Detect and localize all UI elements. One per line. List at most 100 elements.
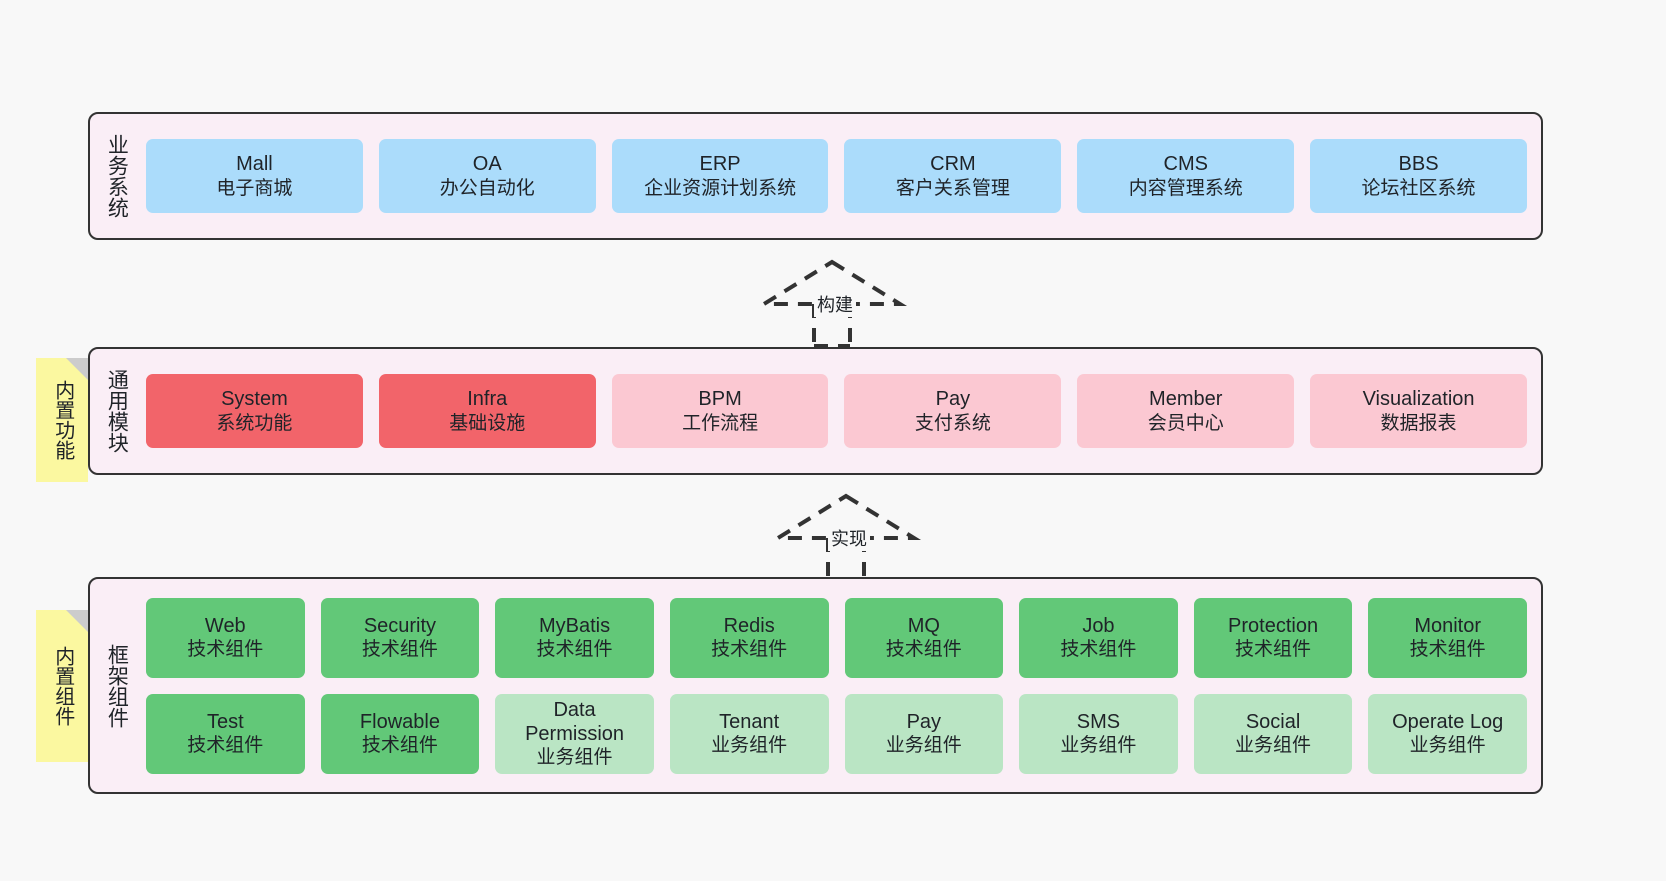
note-builtin-components: 内置组件 xyxy=(36,610,88,762)
card-subtitle: 论坛社区系统 xyxy=(1361,177,1476,199)
card-subtitle: 技术组件 xyxy=(1060,639,1137,661)
component-card-protection[interactable]: Protection 技术组件 xyxy=(1193,597,1353,678)
card-title: Social xyxy=(1245,710,1301,733)
card-subtitle: 业务组件 xyxy=(1060,735,1137,757)
business-card-cms[interactable]: CMS 内容管理系统 xyxy=(1077,139,1295,213)
card-subtitle: 内容管理系统 xyxy=(1128,177,1243,199)
card-title: Infra xyxy=(467,388,508,411)
card-title: BBS xyxy=(1398,153,1439,176)
connector-implement-label: 实现 xyxy=(828,525,870,551)
card-subtitle: 业务组件 xyxy=(711,735,788,757)
card-subtitle: 技术组件 xyxy=(1409,639,1486,661)
card-title: Test xyxy=(206,710,244,733)
note-fold-corner-icon xyxy=(66,610,88,632)
card-subtitle: 技术组件 xyxy=(711,639,788,661)
module-card-bpm[interactable]: BPM 工作流程 xyxy=(611,374,829,448)
card-title: Pay xyxy=(906,710,942,733)
card-subtitle: 业务组件 xyxy=(536,747,613,769)
component-card-test[interactable]: Test 技术组件 xyxy=(146,693,305,774)
card-subtitle: 会员中心 xyxy=(1147,412,1224,434)
layer-framework-components-body: Web 技术组件 Security 技术组件 MyBatis 技术组件 Redi… xyxy=(142,579,1541,792)
module-card-system[interactable]: System 系统功能 xyxy=(146,374,363,448)
card-subtitle: 工作流程 xyxy=(682,412,759,434)
card-subtitle: 技术组件 xyxy=(361,735,438,757)
card-title: MQ xyxy=(907,614,940,637)
card-subtitle: 客户关系管理 xyxy=(895,177,1010,199)
card-subtitle: 电子商城 xyxy=(216,177,293,199)
card-title: Web xyxy=(204,614,246,637)
business-card-erp[interactable]: ERP 企业资源计划系统 xyxy=(611,139,829,213)
layer-common-modules: 通用模块 System 系统功能 Infra 基础设施 BPM 工作流程 Pay xyxy=(88,347,1543,475)
card-title: BPM xyxy=(698,388,742,411)
card-subtitle: 技术组件 xyxy=(187,639,264,661)
card-subtitle: 技术组件 xyxy=(361,639,438,661)
component-card-monitor[interactable]: Monitor 技术组件 xyxy=(1368,597,1527,678)
card-title: Job xyxy=(1082,614,1115,637)
card-title: Flowable xyxy=(359,710,440,733)
layer-business-systems: 业务系统 Mall 电子商城 OA 办公自动化 ERP 企业资源计划系统 CRM xyxy=(88,112,1543,240)
card-title: ERP xyxy=(699,153,741,176)
component-card-security[interactable]: Security 技术组件 xyxy=(320,597,480,678)
card-subtitle: 业务组件 xyxy=(885,735,962,757)
card-subtitle: 基础设施 xyxy=(449,412,526,434)
layer-business-systems-title: 业务系统 xyxy=(105,134,129,218)
business-card-bbs[interactable]: BBS 论坛社区系统 xyxy=(1310,139,1527,213)
layer-framework-components: 框架组件 Web 技术组件 Security 技术组件 MyBatis 技术组件… xyxy=(88,577,1543,794)
layer-business-systems-body: Mall 电子商城 OA 办公自动化 ERP 企业资源计划系统 CRM 客户关系… xyxy=(142,114,1541,238)
card-title: Mall xyxy=(236,153,273,176)
business-card-crm[interactable]: CRM 客户关系管理 xyxy=(844,139,1062,213)
card-subtitle: 技术组件 xyxy=(536,639,613,661)
component-card-operate-log[interactable]: Operate Log 业务组件 xyxy=(1368,693,1527,774)
card-title: Protection xyxy=(1228,614,1319,637)
card-subtitle: 业务组件 xyxy=(1235,735,1312,757)
card-title: Monitor xyxy=(1414,614,1482,637)
card-title: MyBatis xyxy=(539,614,611,637)
module-card-visualization[interactable]: Visualization 数据报表 xyxy=(1310,374,1527,448)
common-modules-row: System 系统功能 Infra 基础设施 BPM 工作流程 Pay 支付系统… xyxy=(146,374,1527,448)
note-builtin-features-label: 内置功能 xyxy=(51,380,74,460)
card-subtitle: 系统功能 xyxy=(216,412,293,434)
component-card-mybatis[interactable]: MyBatis 技术组件 xyxy=(495,597,654,678)
note-builtin-features: 内置功能 xyxy=(36,358,88,482)
card-title: Pay xyxy=(935,388,971,411)
business-card-oa[interactable]: OA 办公自动化 xyxy=(378,139,596,213)
note-fold-corner-icon xyxy=(66,358,88,380)
card-title: Visualization xyxy=(1362,388,1475,411)
framework-tech-components-row: Web 技术组件 Security 技术组件 MyBatis 技术组件 Redi… xyxy=(146,597,1527,678)
connector-build-generalization-arrow: 构建 xyxy=(752,258,912,348)
card-subtitle: 支付系统 xyxy=(914,412,991,434)
layer-common-modules-title: 通用模块 xyxy=(105,369,129,453)
business-card-mall[interactable]: Mall 电子商城 xyxy=(146,139,363,213)
component-card-redis[interactable]: Redis 技术组件 xyxy=(669,597,829,678)
component-card-job[interactable]: Job 技术组件 xyxy=(1019,597,1178,678)
card-subtitle: 业务组件 xyxy=(1409,735,1486,757)
card-subtitle: 企业资源计划系统 xyxy=(644,177,797,199)
card-title: SMS xyxy=(1076,710,1121,733)
card-subtitle: 技术组件 xyxy=(187,735,264,757)
component-card-mq[interactable]: MQ 技术组件 xyxy=(844,597,1004,678)
connector-build-label: 构建 xyxy=(814,291,856,317)
card-subtitle: 技术组件 xyxy=(1235,639,1312,661)
component-card-tenant[interactable]: Tenant 业务组件 xyxy=(669,693,829,774)
module-card-infra[interactable]: Infra 基础设施 xyxy=(378,374,596,448)
component-card-social[interactable]: Social 业务组件 xyxy=(1193,693,1353,774)
business-systems-row: Mall 电子商城 OA 办公自动化 ERP 企业资源计划系统 CRM 客户关系… xyxy=(146,139,1527,213)
card-title: CRM xyxy=(930,153,976,176)
layer-framework-components-title: 框架组件 xyxy=(105,643,129,728)
component-card-sms[interactable]: SMS 业务组件 xyxy=(1019,693,1178,774)
component-card-flowable[interactable]: Flowable 技术组件 xyxy=(320,693,480,774)
card-title: Tenant xyxy=(719,710,780,733)
module-card-member[interactable]: Member 会员中心 xyxy=(1077,374,1295,448)
component-card-pay[interactable]: Pay 业务组件 xyxy=(844,693,1004,774)
framework-business-components-row: Test 技术组件 Flowable 技术组件 Data Permission … xyxy=(146,693,1527,774)
module-card-pay[interactable]: Pay 支付系统 xyxy=(844,374,1062,448)
card-title: CMS xyxy=(1163,153,1208,176)
connector-implement-generalization-arrow: 实现 xyxy=(766,492,926,582)
card-subtitle: 数据报表 xyxy=(1380,412,1457,434)
card-title: OA xyxy=(472,153,502,176)
component-card-web[interactable]: Web 技术组件 xyxy=(146,597,305,678)
card-title: Operate Log xyxy=(1392,710,1504,733)
card-title: Security xyxy=(363,614,437,637)
card-subtitle: 技术组件 xyxy=(885,639,962,661)
component-card-data-permission[interactable]: Data Permission 业务组件 xyxy=(495,693,654,774)
